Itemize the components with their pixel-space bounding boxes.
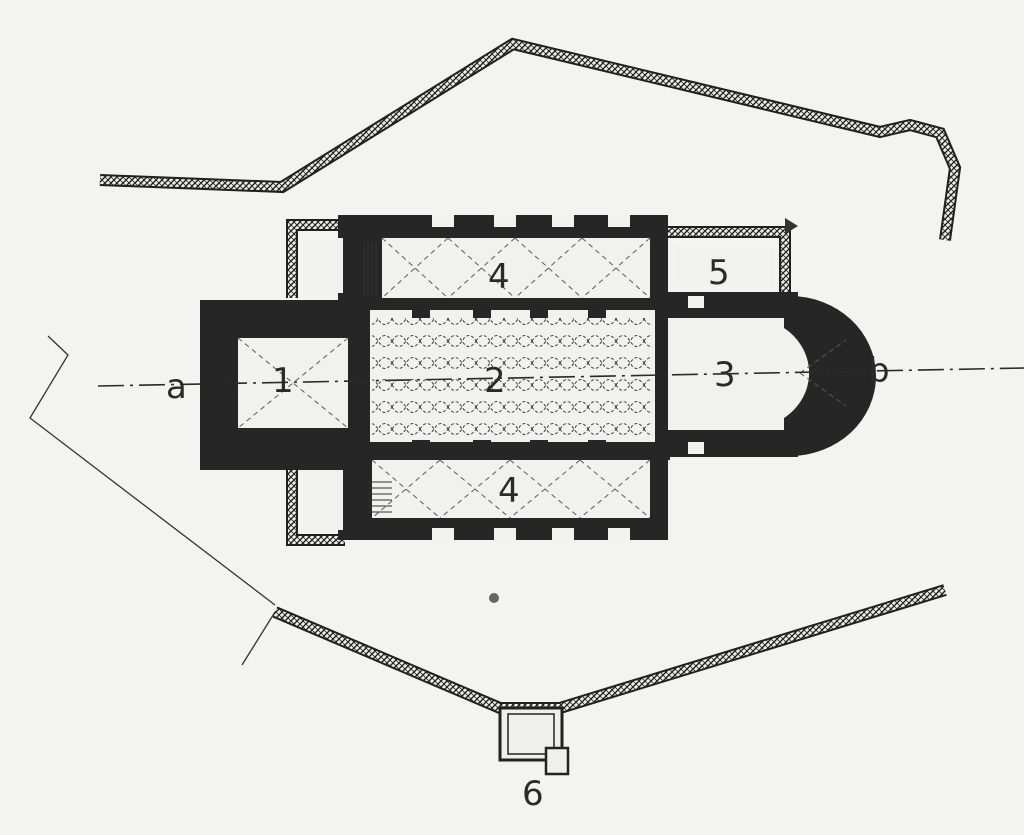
label-aisle-south: 4 — [498, 471, 520, 511]
arcade-piers — [412, 298, 606, 460]
label-choir: 3 — [714, 355, 736, 395]
label-gate: 6 — [522, 774, 544, 814]
section-mark-a: a — [166, 367, 187, 407]
terrain-line-2 — [241, 611, 276, 666]
ink-speck — [489, 593, 499, 603]
terrain-line — [29, 335, 276, 606]
nave-vault — [372, 318, 652, 436]
label-annex: 5 — [708, 253, 730, 293]
window-openings — [432, 215, 704, 540]
south-annex-walls — [286, 465, 345, 546]
enclosure-wall-south — [272, 584, 947, 714]
section-mark-b: b — [868, 351, 890, 391]
section-axis — [97, 367, 1024, 387]
gate-structure — [498, 706, 570, 776]
staircase — [363, 242, 392, 513]
north-annex-walls — [286, 218, 798, 298]
label-tower: 1 — [272, 361, 294, 401]
label-aisle-north: 4 — [488, 257, 510, 297]
label-nave: 2 — [484, 361, 506, 401]
enclosure-wall-north — [99, 37, 962, 241]
aisle-vaults — [237, 237, 847, 519]
